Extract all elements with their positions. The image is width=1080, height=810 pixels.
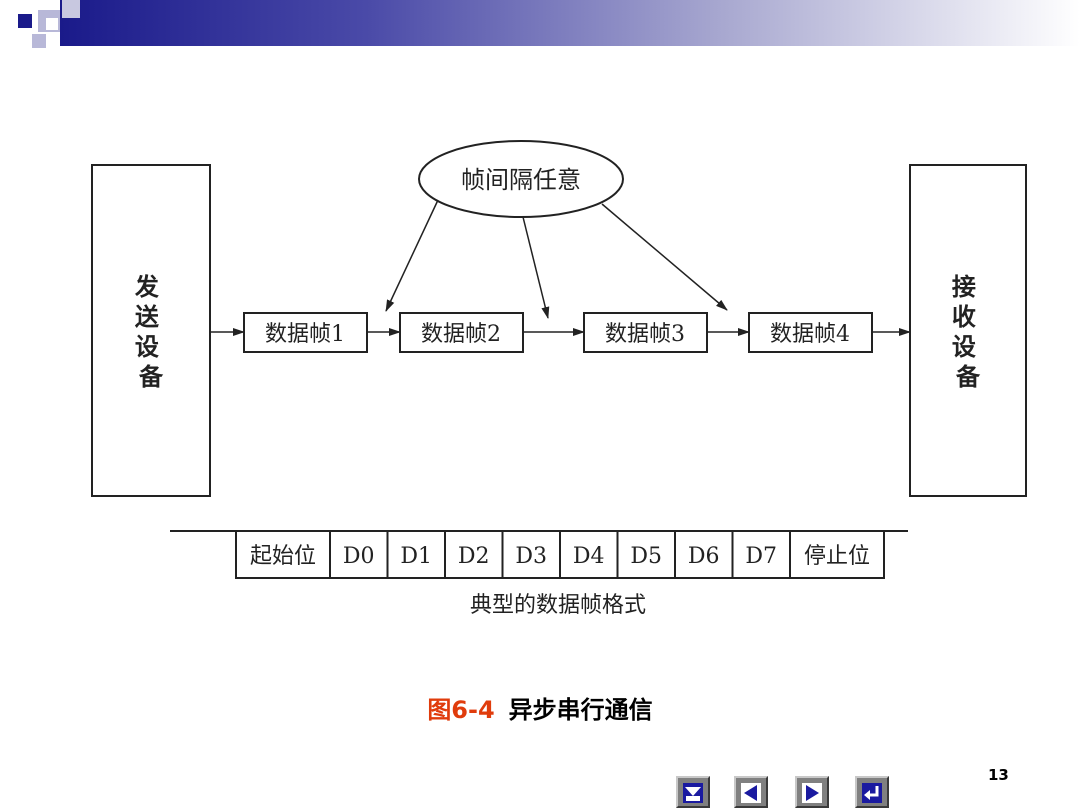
banner-gradient-bar xyxy=(60,0,1080,46)
frame-format-cell-label: D3 xyxy=(515,544,547,569)
data-frame-label: 数据帧4 xyxy=(770,322,850,347)
sender-char: 设 xyxy=(135,332,159,361)
sender-box xyxy=(91,164,211,497)
frame-format-cell-label: D6 xyxy=(688,544,720,569)
figure-title: 异步串行通信 xyxy=(508,696,653,724)
frame-format-cell-label: 起始位 xyxy=(250,544,316,569)
home-button[interactable] xyxy=(676,776,710,808)
receiver-label: 接 收 设 备 xyxy=(952,272,984,391)
data-frame-label: 数据帧3 xyxy=(605,322,685,347)
home-icon xyxy=(683,783,703,803)
frame-format-caption: 典型的数据帧格式 xyxy=(470,593,646,618)
receiver-char: 设 xyxy=(952,332,976,361)
data-frame-label: 数据帧1 xyxy=(265,322,345,347)
next-button[interactable] xyxy=(795,776,829,808)
next-icon xyxy=(802,783,822,803)
frame-format-cell-label: D7 xyxy=(745,544,777,569)
receiver-char: 备 xyxy=(955,362,981,391)
frame-format-cell xyxy=(789,530,885,579)
frame-format-cell-label: D0 xyxy=(343,544,375,569)
receiver-char: 收 xyxy=(952,302,976,331)
return-icon xyxy=(862,783,882,803)
gap-pointer-arrow xyxy=(522,216,550,319)
frame-format-cell-label: 停止位 xyxy=(804,544,870,569)
sender-char: 备 xyxy=(138,362,164,391)
banner-square-light xyxy=(62,0,80,18)
figure-number: 图6-4 xyxy=(427,696,495,724)
sender-char: 送 xyxy=(135,302,160,331)
frame-format-cell-label: D2 xyxy=(458,544,490,569)
banner-square-light xyxy=(32,34,46,48)
frame-gap-label: 帧间隔任意 xyxy=(461,166,581,194)
page-number: 13 xyxy=(988,766,1009,784)
figure-caption: 图6-4 异步串行通信 xyxy=(0,690,1080,725)
previous-icon xyxy=(741,783,761,803)
sender-char: 发 xyxy=(134,272,159,301)
gap-pointer-arrow xyxy=(385,199,439,312)
frame-format-cell-label: D5 xyxy=(630,544,662,569)
return-button[interactable] xyxy=(855,776,889,808)
async-serial-diagram: 发 送 设 备 接 收 设 备 帧间隔任意 数据帧1 数据帧2 数据帧3 数据帧… xyxy=(91,140,1027,618)
frame-format-cell-label: D1 xyxy=(400,544,432,569)
receiver-char: 接 xyxy=(952,272,976,301)
gap-pointer-arrow xyxy=(601,203,728,311)
banner-square-dark xyxy=(18,14,32,28)
sender-label: 发 送 设 备 xyxy=(134,272,167,391)
frame-format-cells: 起始位 D0 D1 D2 D3 D4 D5 D6 D7 停止位 xyxy=(235,530,885,579)
frame-gap-ellipse xyxy=(418,140,624,218)
previous-button[interactable] xyxy=(734,776,768,808)
frame-format-cell-label: D4 xyxy=(573,544,605,569)
banner-square-white xyxy=(46,18,58,30)
data-frame-label: 数据帧2 xyxy=(421,322,501,347)
title-banner xyxy=(0,0,1080,50)
